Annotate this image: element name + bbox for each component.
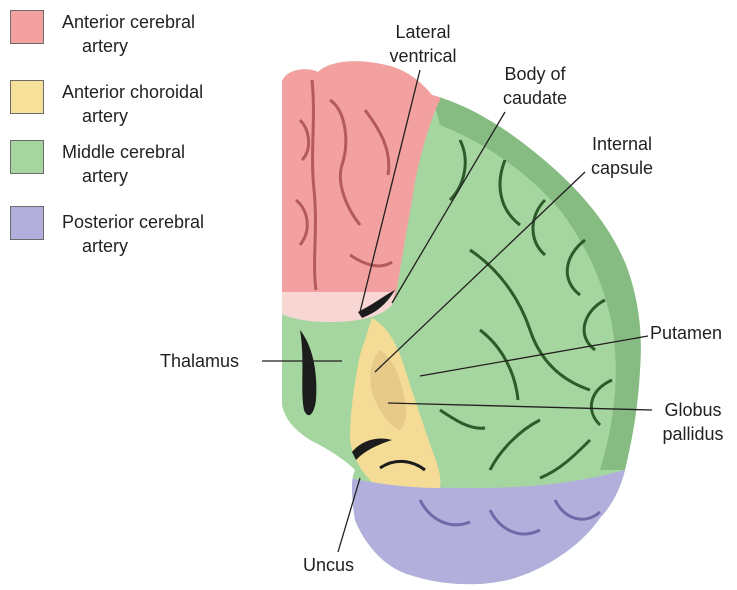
- label-line1: Globus: [654, 398, 732, 422]
- label-line2: ventrical: [383, 44, 463, 68]
- label-internal-capsule: Internal capsule: [582, 132, 662, 180]
- label-line1: Internal: [582, 132, 662, 156]
- label-body-of-caudate: Body of caudate: [492, 62, 578, 110]
- label-globus-pallidus: Globus pallidus: [654, 398, 732, 446]
- label-line2: caudate: [492, 86, 578, 110]
- label-line2: capsule: [582, 156, 662, 180]
- label-line1: Lateral: [383, 20, 463, 44]
- label-line1: Body of: [492, 62, 578, 86]
- label-lateral-ventrical: Lateral ventrical: [383, 20, 463, 68]
- label-line2: pallidus: [654, 422, 732, 446]
- label-thalamus: Thalamus: [160, 349, 239, 373]
- label-uncus: Uncus: [303, 553, 354, 577]
- label-putamen: Putamen: [650, 321, 722, 345]
- region-posterior-cerebral: [350, 470, 660, 590]
